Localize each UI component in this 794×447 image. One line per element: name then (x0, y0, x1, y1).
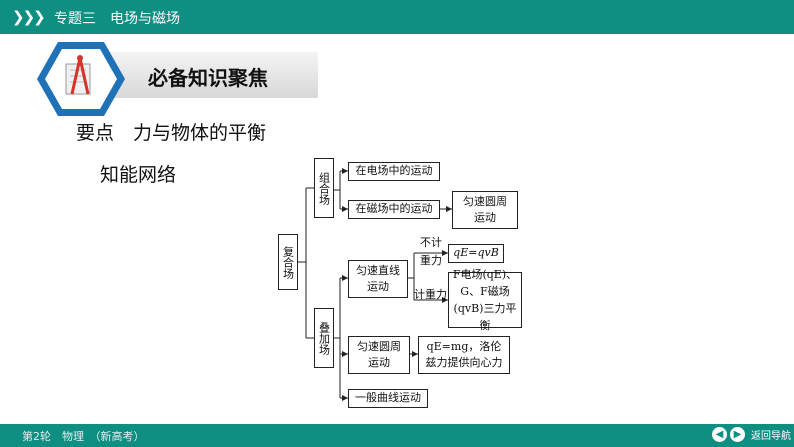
knowledge-network-label: 知能网络 (100, 164, 177, 186)
node-combination-field: 组合场 (314, 158, 334, 218)
label-no-gravity: 不计重力 (420, 236, 442, 267)
bottom-bar: 第2轮 物理 （新高考） ◀ ▶ 返回导航 (0, 424, 794, 447)
node-qe-mg-lorentz-centripetal: qE=mg，洛伦兹力提供向心力 (418, 336, 510, 374)
key-point-heading: 要点 力与物体的平衡 (76, 122, 267, 144)
back-to-nav-link[interactable]: 返回导航 (751, 431, 791, 442)
node-uniform-circular-motion-combo: 匀速圆周运动 (452, 191, 518, 229)
section-title: 必备知识聚焦 (148, 66, 268, 90)
node-three-force-balance: F电场(qE)、G、F磁场(qvB)三力平衡 (448, 268, 522, 332)
node-uniform-linear-motion: 匀速直线运动 (348, 260, 408, 298)
section-logo-icon (37, 42, 125, 116)
root-node-composite-field: 复合场 (278, 234, 298, 290)
label-with-gravity: 计重力 (414, 288, 447, 301)
prev-arrow-icon[interactable]: ◀ (712, 427, 727, 442)
node-uniform-circular-motion-stack: 匀速圆周运动 (348, 336, 410, 374)
node-motion-in-electric-field: 在电场中的运动 (348, 162, 440, 181)
next-arrow-icon[interactable]: ▶ (730, 427, 745, 442)
chapter-title: 专题三 电场与磁场 (54, 11, 180, 27)
nav-group: ◀ ▶ 返回导航 (712, 427, 791, 442)
node-general-curved-motion: 一般曲线运动 (348, 389, 428, 408)
top-bar: ❯❯❯ 专题三 电场与磁场 (0, 0, 794, 34)
section-header-band (92, 52, 318, 98)
chevron-icon: ❯❯❯ (12, 8, 46, 26)
course-info: 第2轮 物理 （新高考） (22, 430, 145, 443)
node-motion-in-magnetic-field: 在磁场中的运动 (348, 200, 440, 219)
node-eq-qe-qvb: qE=qvB (448, 244, 504, 263)
node-superposition-field: 叠加场 (314, 308, 334, 368)
